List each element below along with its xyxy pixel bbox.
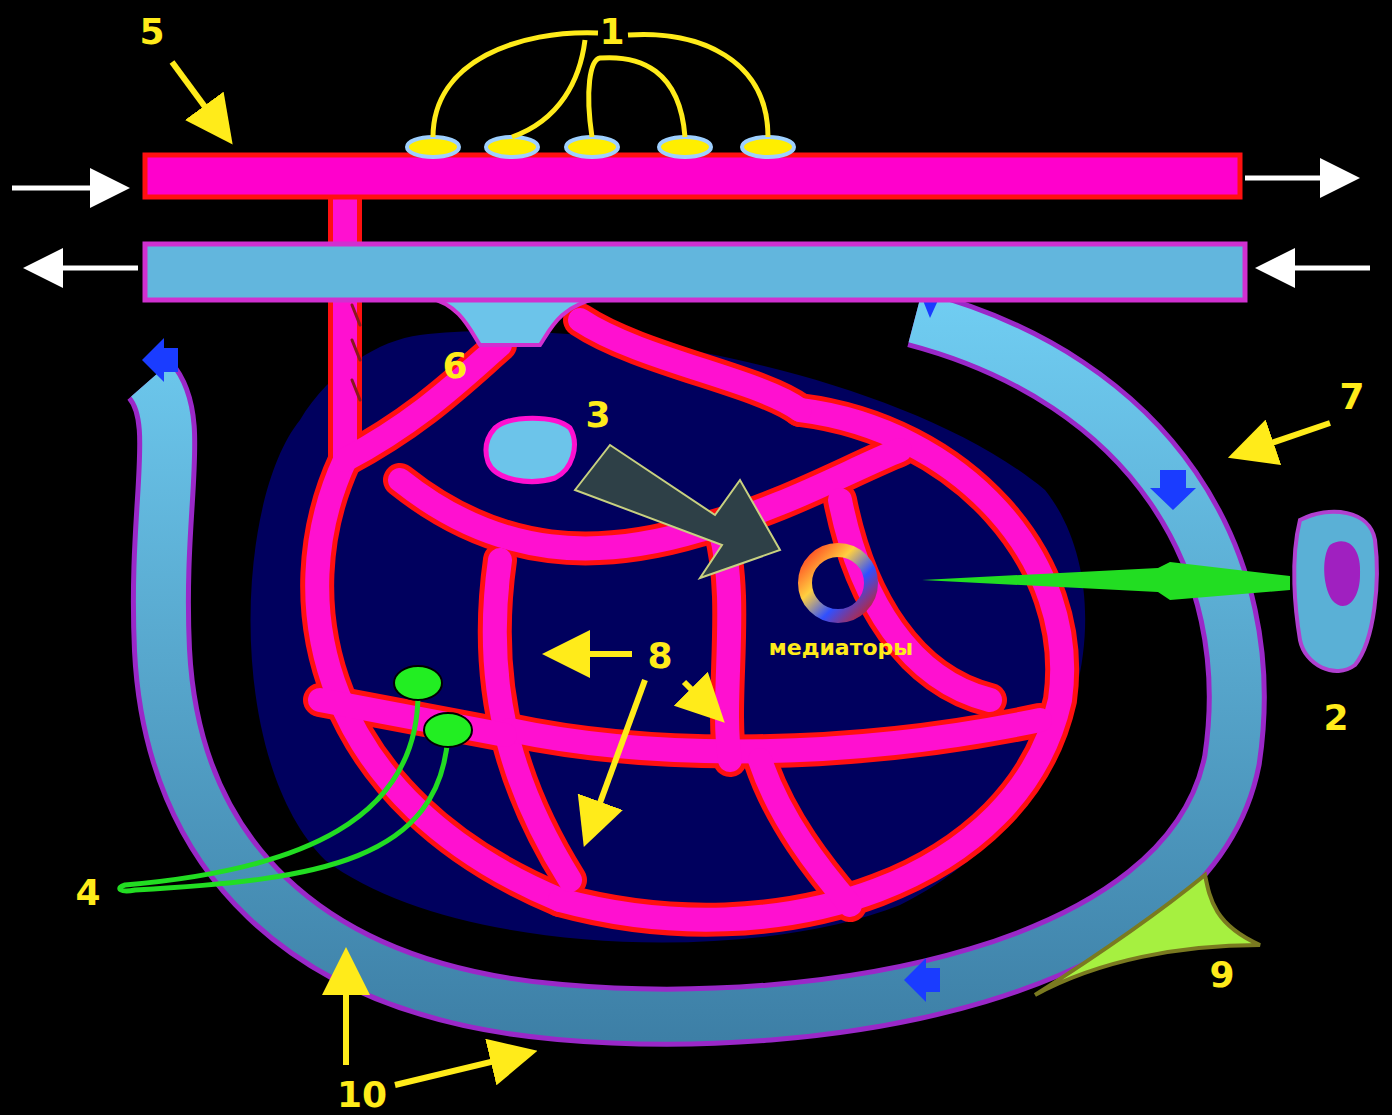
cell-signal-arrow [922, 562, 1290, 600]
callout-number: 6 [442, 348, 467, 384]
illustration-part [510, 720, 1040, 751]
illustration-part [1245, 176, 1345, 181]
illustration-part [684, 682, 712, 710]
flow-arrows [12, 178, 1370, 268]
illustration-part [12, 186, 115, 191]
mediator-ring [805, 550, 871, 616]
illustration-part [424, 713, 472, 747]
illustration-part [560, 651, 632, 657]
illustration-part [352, 305, 360, 400]
illustration-part [120, 690, 448, 891]
leader-arrows [172, 62, 1330, 1085]
illustration-part [904, 958, 940, 1002]
callout-number: 1 [599, 14, 624, 50]
vein [145, 244, 1245, 300]
illustration-part [317, 195, 1062, 920]
illustration-part [317, 195, 1062, 920]
illustration-part [172, 62, 222, 130]
callout-number: 9 [1209, 957, 1234, 993]
illustration-part [407, 137, 459, 157]
callout-number: 8 [647, 638, 672, 674]
illustration-part [486, 137, 538, 157]
lumen-structure [486, 418, 574, 481]
illustration-part [590, 680, 645, 830]
illustration-part [512, 40, 585, 137]
mediator-label: медиаторы [769, 637, 913, 659]
illustration-part [580, 320, 800, 410]
callout-number: 4 [75, 875, 100, 911]
illustration-part [742, 137, 794, 157]
fibroblast [1035, 875, 1260, 995]
illustration-part [760, 760, 850, 905]
callout-number: 5 [139, 14, 164, 50]
cell [1294, 512, 1377, 671]
illustration-part [580, 320, 800, 410]
illustration-part [589, 58, 685, 137]
venule [430, 298, 600, 345]
release-arrow [575, 445, 780, 578]
illustration-part [1270, 266, 1370, 271]
illustration-part [760, 760, 850, 905]
illustration-part [38, 266, 138, 271]
illustration-part [394, 666, 442, 700]
illustration-part [510, 720, 1040, 751]
lymphatic-vessel [142, 288, 1237, 1017]
illustration-part [352, 305, 360, 400]
callout-number: 3 [585, 397, 610, 433]
illustration-part [343, 965, 349, 1065]
callout-number: 7 [1339, 379, 1364, 415]
callout-number: 10 [337, 1077, 387, 1113]
artery [145, 155, 1240, 197]
illustration-part [628, 34, 768, 137]
illustration-part [345, 345, 500, 460]
illustration-part [659, 137, 711, 157]
nerve-endings [120, 666, 472, 891]
receptors [407, 33, 794, 157]
tissue-region [250, 331, 1085, 942]
capillary-network [317, 195, 1062, 920]
illustration-part [395, 1055, 520, 1085]
callout-number: 2 [1323, 700, 1348, 736]
illustration-part [1245, 423, 1330, 452]
illustration-part [142, 338, 178, 382]
illustration-part [1324, 541, 1360, 606]
illustration-part [1294, 512, 1377, 671]
illustration-part [566, 137, 618, 157]
illustration-part [1150, 470, 1196, 510]
illustration-part [345, 345, 500, 460]
illustration-part [433, 33, 598, 137]
